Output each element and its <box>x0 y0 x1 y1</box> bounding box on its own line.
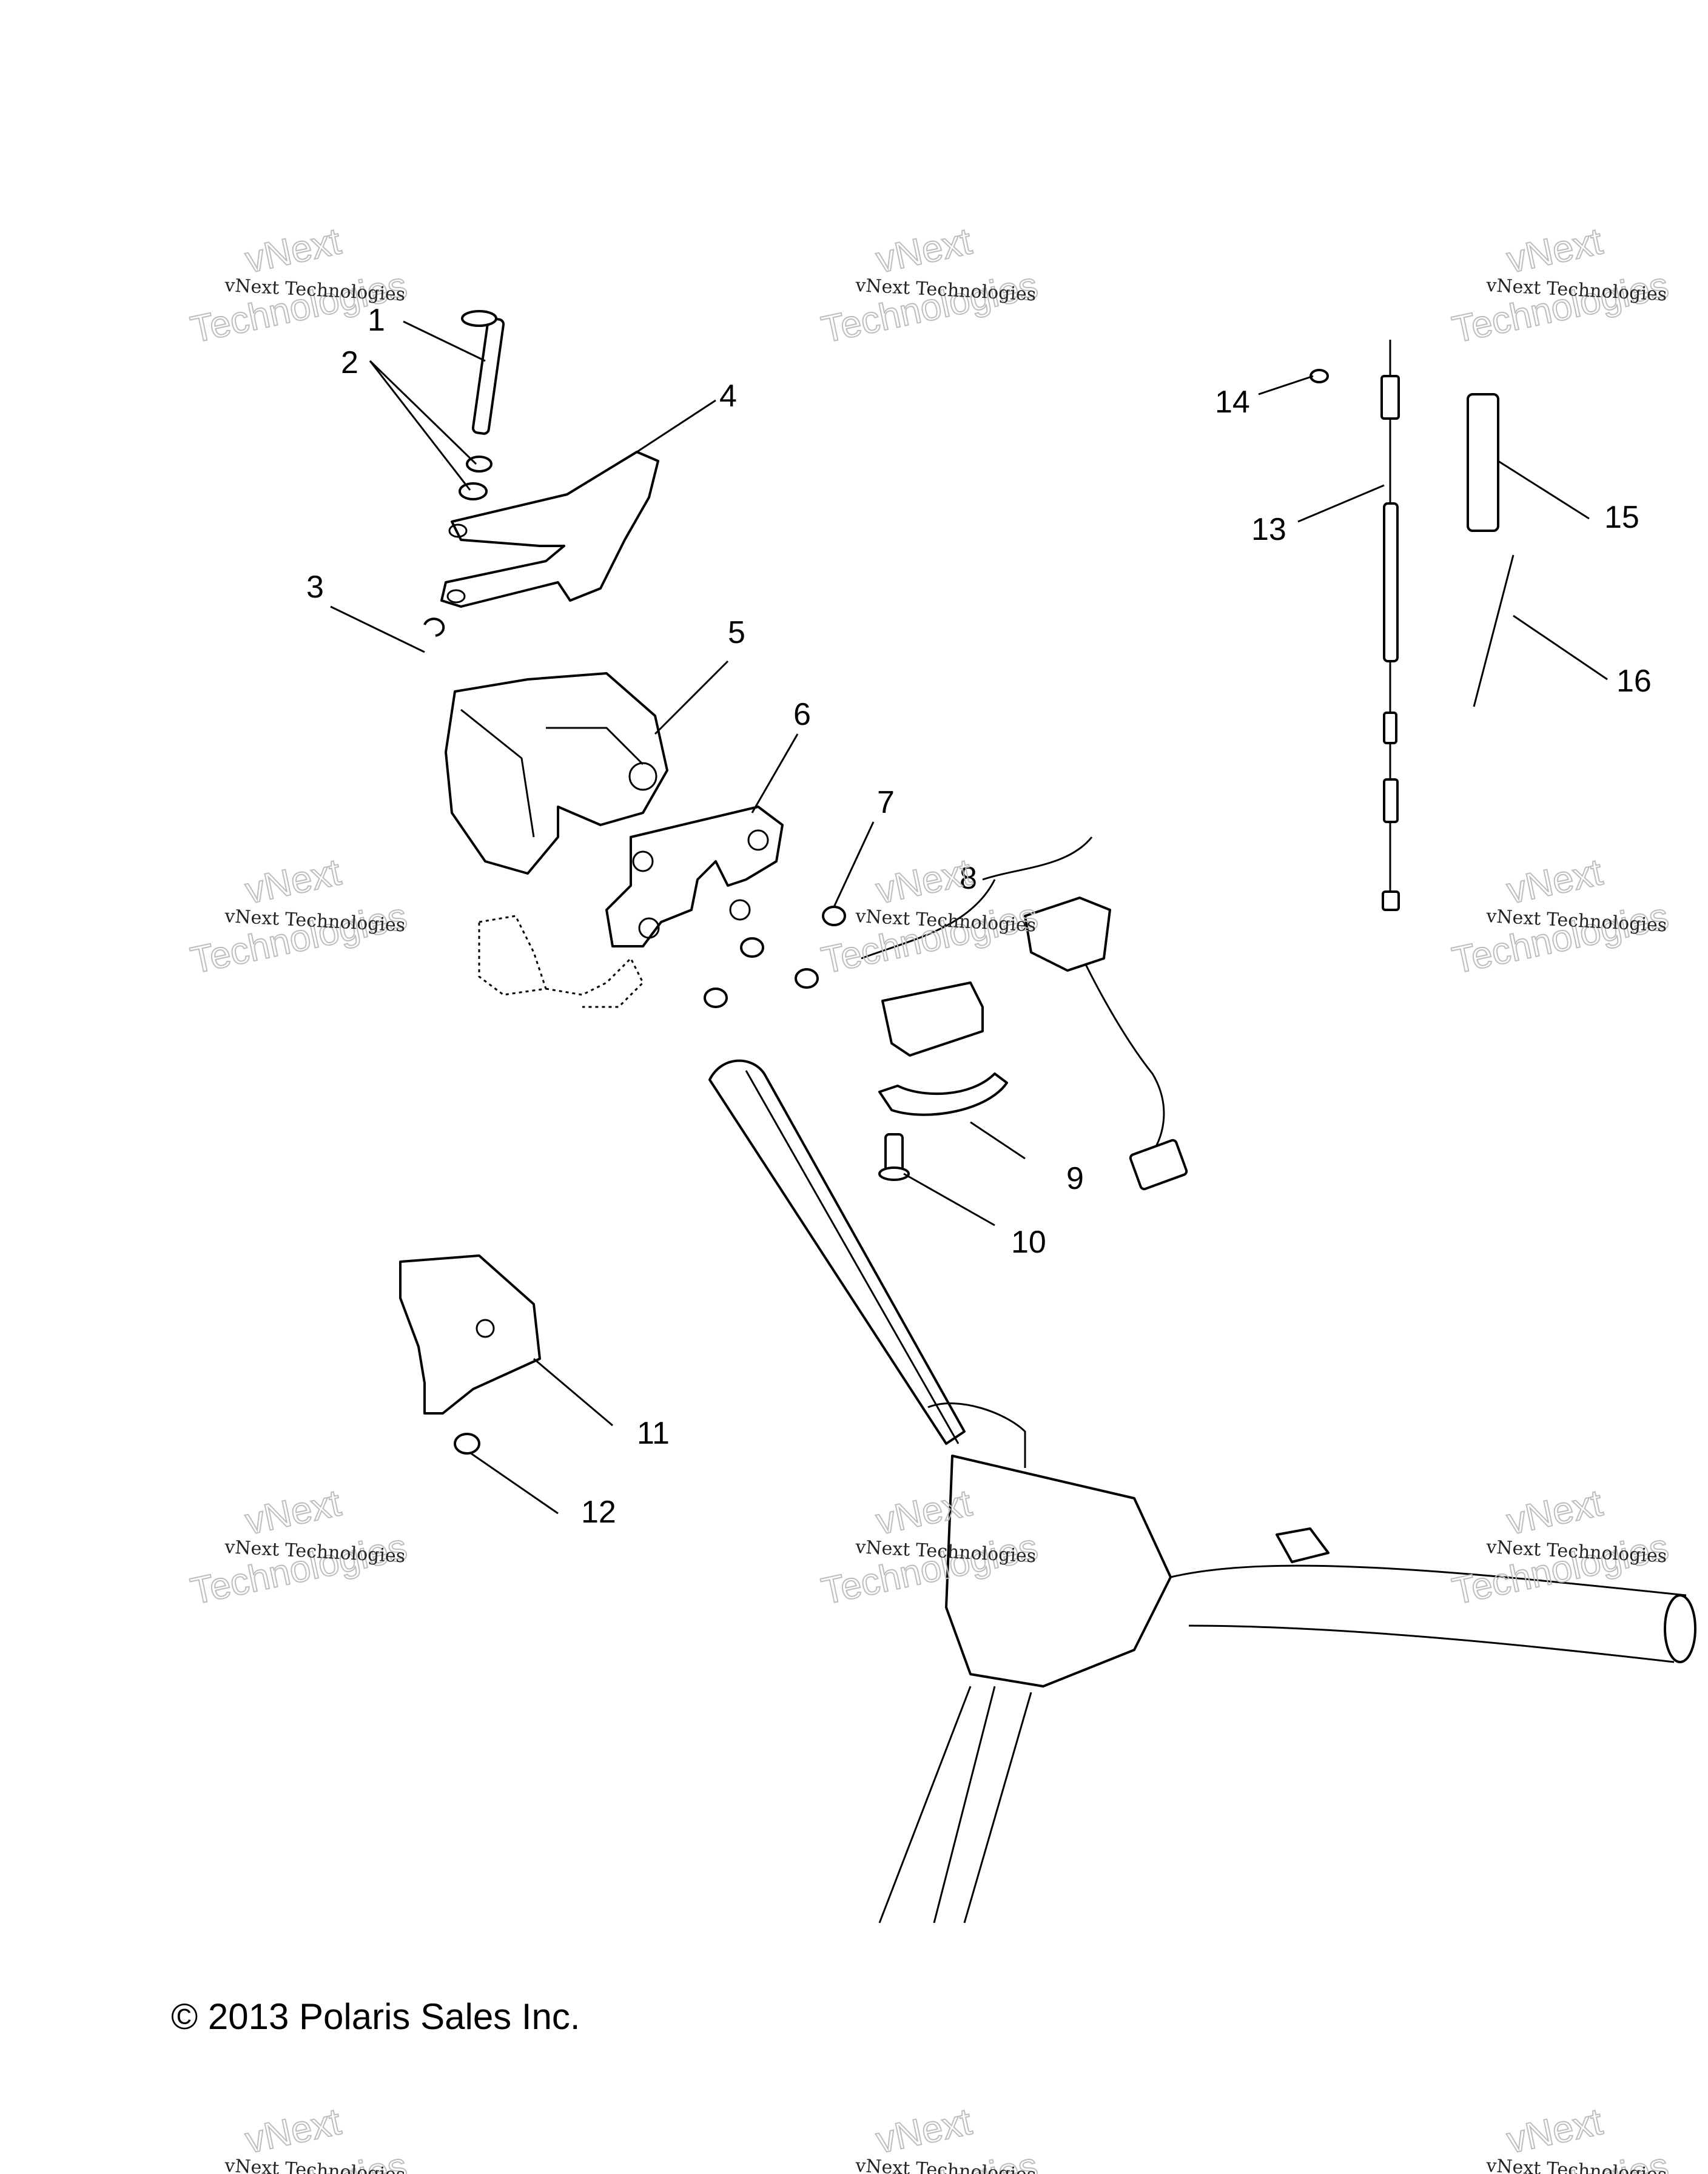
callout-4: 4 <box>719 379 737 414</box>
watermark-text-vnext: vNext <box>1504 1482 1606 1543</box>
watermark-text-technologies: Technologies <box>1449 895 1672 982</box>
part-13-cable <box>1380 340 1400 911</box>
watermark-text-vnext: vNext <box>242 1482 345 1543</box>
part-8-switch-module <box>861 836 1188 1191</box>
callout-9: 9 <box>1066 1161 1084 1196</box>
watermark-text-vnext: vNext <box>1504 220 1606 281</box>
callout-5: 5 <box>728 615 745 650</box>
watermark-text-technologies: Technologies <box>1449 264 1672 351</box>
callout-11: 11 <box>637 1416 670 1451</box>
watermark-text-technologies: Technologies <box>187 895 411 982</box>
part-11-bracket <box>399 1254 541 1415</box>
callout-6: 6 <box>793 697 811 732</box>
part-1-pin <box>461 310 505 435</box>
callout-labels: 1 2 3 4 5 6 7 8 9 10 11 12 13 14 15 16 <box>306 303 1652 1530</box>
callout-15: 15 <box>1604 500 1639 535</box>
callout-1: 1 <box>368 303 385 338</box>
part-2-washers <box>459 456 493 500</box>
watermark-text-vnext: vNext <box>873 2101 975 2161</box>
part-5-housing <box>445 672 668 875</box>
leader-lines <box>330 320 1608 1515</box>
copyright-notice: © 2013 Polaris Sales Inc. <box>171 1996 580 2037</box>
part-15-sleeve <box>1467 393 1499 532</box>
watermark-text-technologies: Technologies <box>818 895 1041 982</box>
watermark-text-technologies: Technologies <box>187 1526 411 1613</box>
watermark-text-vnext: vNext <box>242 220 345 281</box>
part-16-tie <box>1473 554 1515 707</box>
callout-8: 8 <box>960 861 977 896</box>
callout-3: 3 <box>306 570 324 605</box>
watermark-text-technologies: Technologies <box>187 264 411 351</box>
part-12-set-screw <box>454 1433 480 1455</box>
watermark-text-vnext: vNext <box>242 851 345 912</box>
callout-2: 2 <box>341 345 358 380</box>
part-3-clip <box>423 618 445 637</box>
watermark-text-vnext: vNext <box>1504 851 1606 912</box>
part-9-clamp <box>878 1072 1008 1116</box>
watermark-text-vnext: vNext <box>242 2101 345 2161</box>
handlebar-assembly <box>708 1059 1696 1923</box>
callout-12: 12 <box>581 1495 616 1530</box>
part-6-plate <box>605 806 784 947</box>
part-7-screws <box>704 906 846 1008</box>
part-4-bracket <box>440 451 659 608</box>
callout-16: 16 <box>1616 664 1652 699</box>
watermark-text-vnext: vNext <box>873 851 975 912</box>
callout-13: 13 <box>1251 512 1286 547</box>
part-14-clip <box>1310 369 1329 383</box>
watermark-text-vnext: vNext <box>1504 2101 1606 2161</box>
watermark-text-technologies: Technologies <box>1449 1526 1672 1613</box>
part-10-bolt <box>878 1133 910 1181</box>
callout-14: 14 <box>1215 385 1250 420</box>
callout-10: 10 <box>1011 1225 1046 1260</box>
dotted-connector-outline <box>478 915 644 1008</box>
watermark-text-vnext: vNext <box>873 220 975 281</box>
watermark-text-technologies: Technologies <box>818 264 1041 351</box>
callout-7: 7 <box>877 785 895 820</box>
